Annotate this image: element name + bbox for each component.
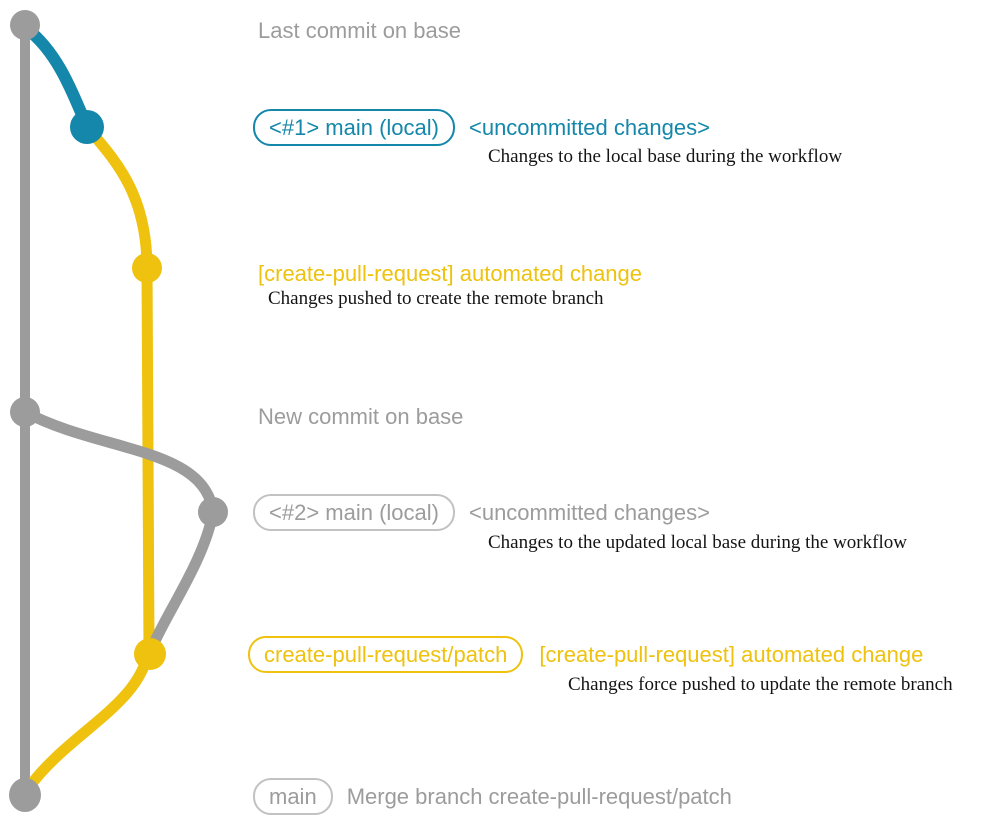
note-local-base-changes: Changes to the local base during the wor… <box>488 146 843 167</box>
commit-dot-new-base <box>10 397 40 427</box>
note-force-pushed-update-branch: Changes force pushed to update the remot… <box>568 674 953 695</box>
local-main-branch-segment <box>20 22 93 133</box>
commit-dot-automated-change-1 <box>132 253 162 283</box>
commit-dot-last-base <box>10 10 40 40</box>
branch-label-patch: create-pull-request/patch <box>248 636 524 673</box>
commit-message-automated-2: [create-pull-request] automated change <box>539 641 924 667</box>
updated-local-main-branch <box>19 406 219 656</box>
row-last-commit-on-base: Last commit on base <box>258 12 461 49</box>
commit-message-uncommitted-2: <uncommitted changes> <box>468 499 710 525</box>
row-local-main-2: <#2> main (local) <uncommitted changes> <box>253 494 710 531</box>
note-updated-local-base-changes: Changes to the updated local base during… <box>488 532 907 553</box>
commit-dot-merge <box>9 778 41 812</box>
row-automated-change-1: [create-pull-request] automated change <box>258 255 642 292</box>
commit-message-merge: Merge branch create-pull-request/patch <box>346 783 732 809</box>
branch-label-main: main <box>253 778 333 815</box>
commit-message-new-base: New commit on base <box>258 403 464 429</box>
commit-message-automated-1: [create-pull-request] automated change <box>258 260 643 286</box>
commit-message-last-base: Last commit on base <box>258 17 461 43</box>
note-pushed-create-branch: Changes pushed to create the remote bran… <box>268 288 604 309</box>
branch-label-main-local-2: <#2> main (local) <box>253 494 455 531</box>
commit-dot-local-main-2 <box>198 497 228 527</box>
row-automated-change-2: create-pull-request/patch [create-pull-r… <box>248 636 923 673</box>
commit-message-uncommitted-1: <uncommitted changes> <box>468 114 710 140</box>
commit-dot-automated-change-2 <box>134 638 166 670</box>
branch-label-main-local-1: <#1> main (local) <box>253 109 455 146</box>
create-pull-request-patch-branch <box>21 121 155 796</box>
row-local-main-1: <#1> main (local) <uncommitted changes> <box>253 109 710 146</box>
row-new-commit-on-base: New commit on base <box>258 398 463 435</box>
commit-dot-local-main-1 <box>70 110 104 144</box>
git-graph <box>9 10 228 812</box>
row-merge: main Merge branch create-pull-request/pa… <box>253 778 732 815</box>
